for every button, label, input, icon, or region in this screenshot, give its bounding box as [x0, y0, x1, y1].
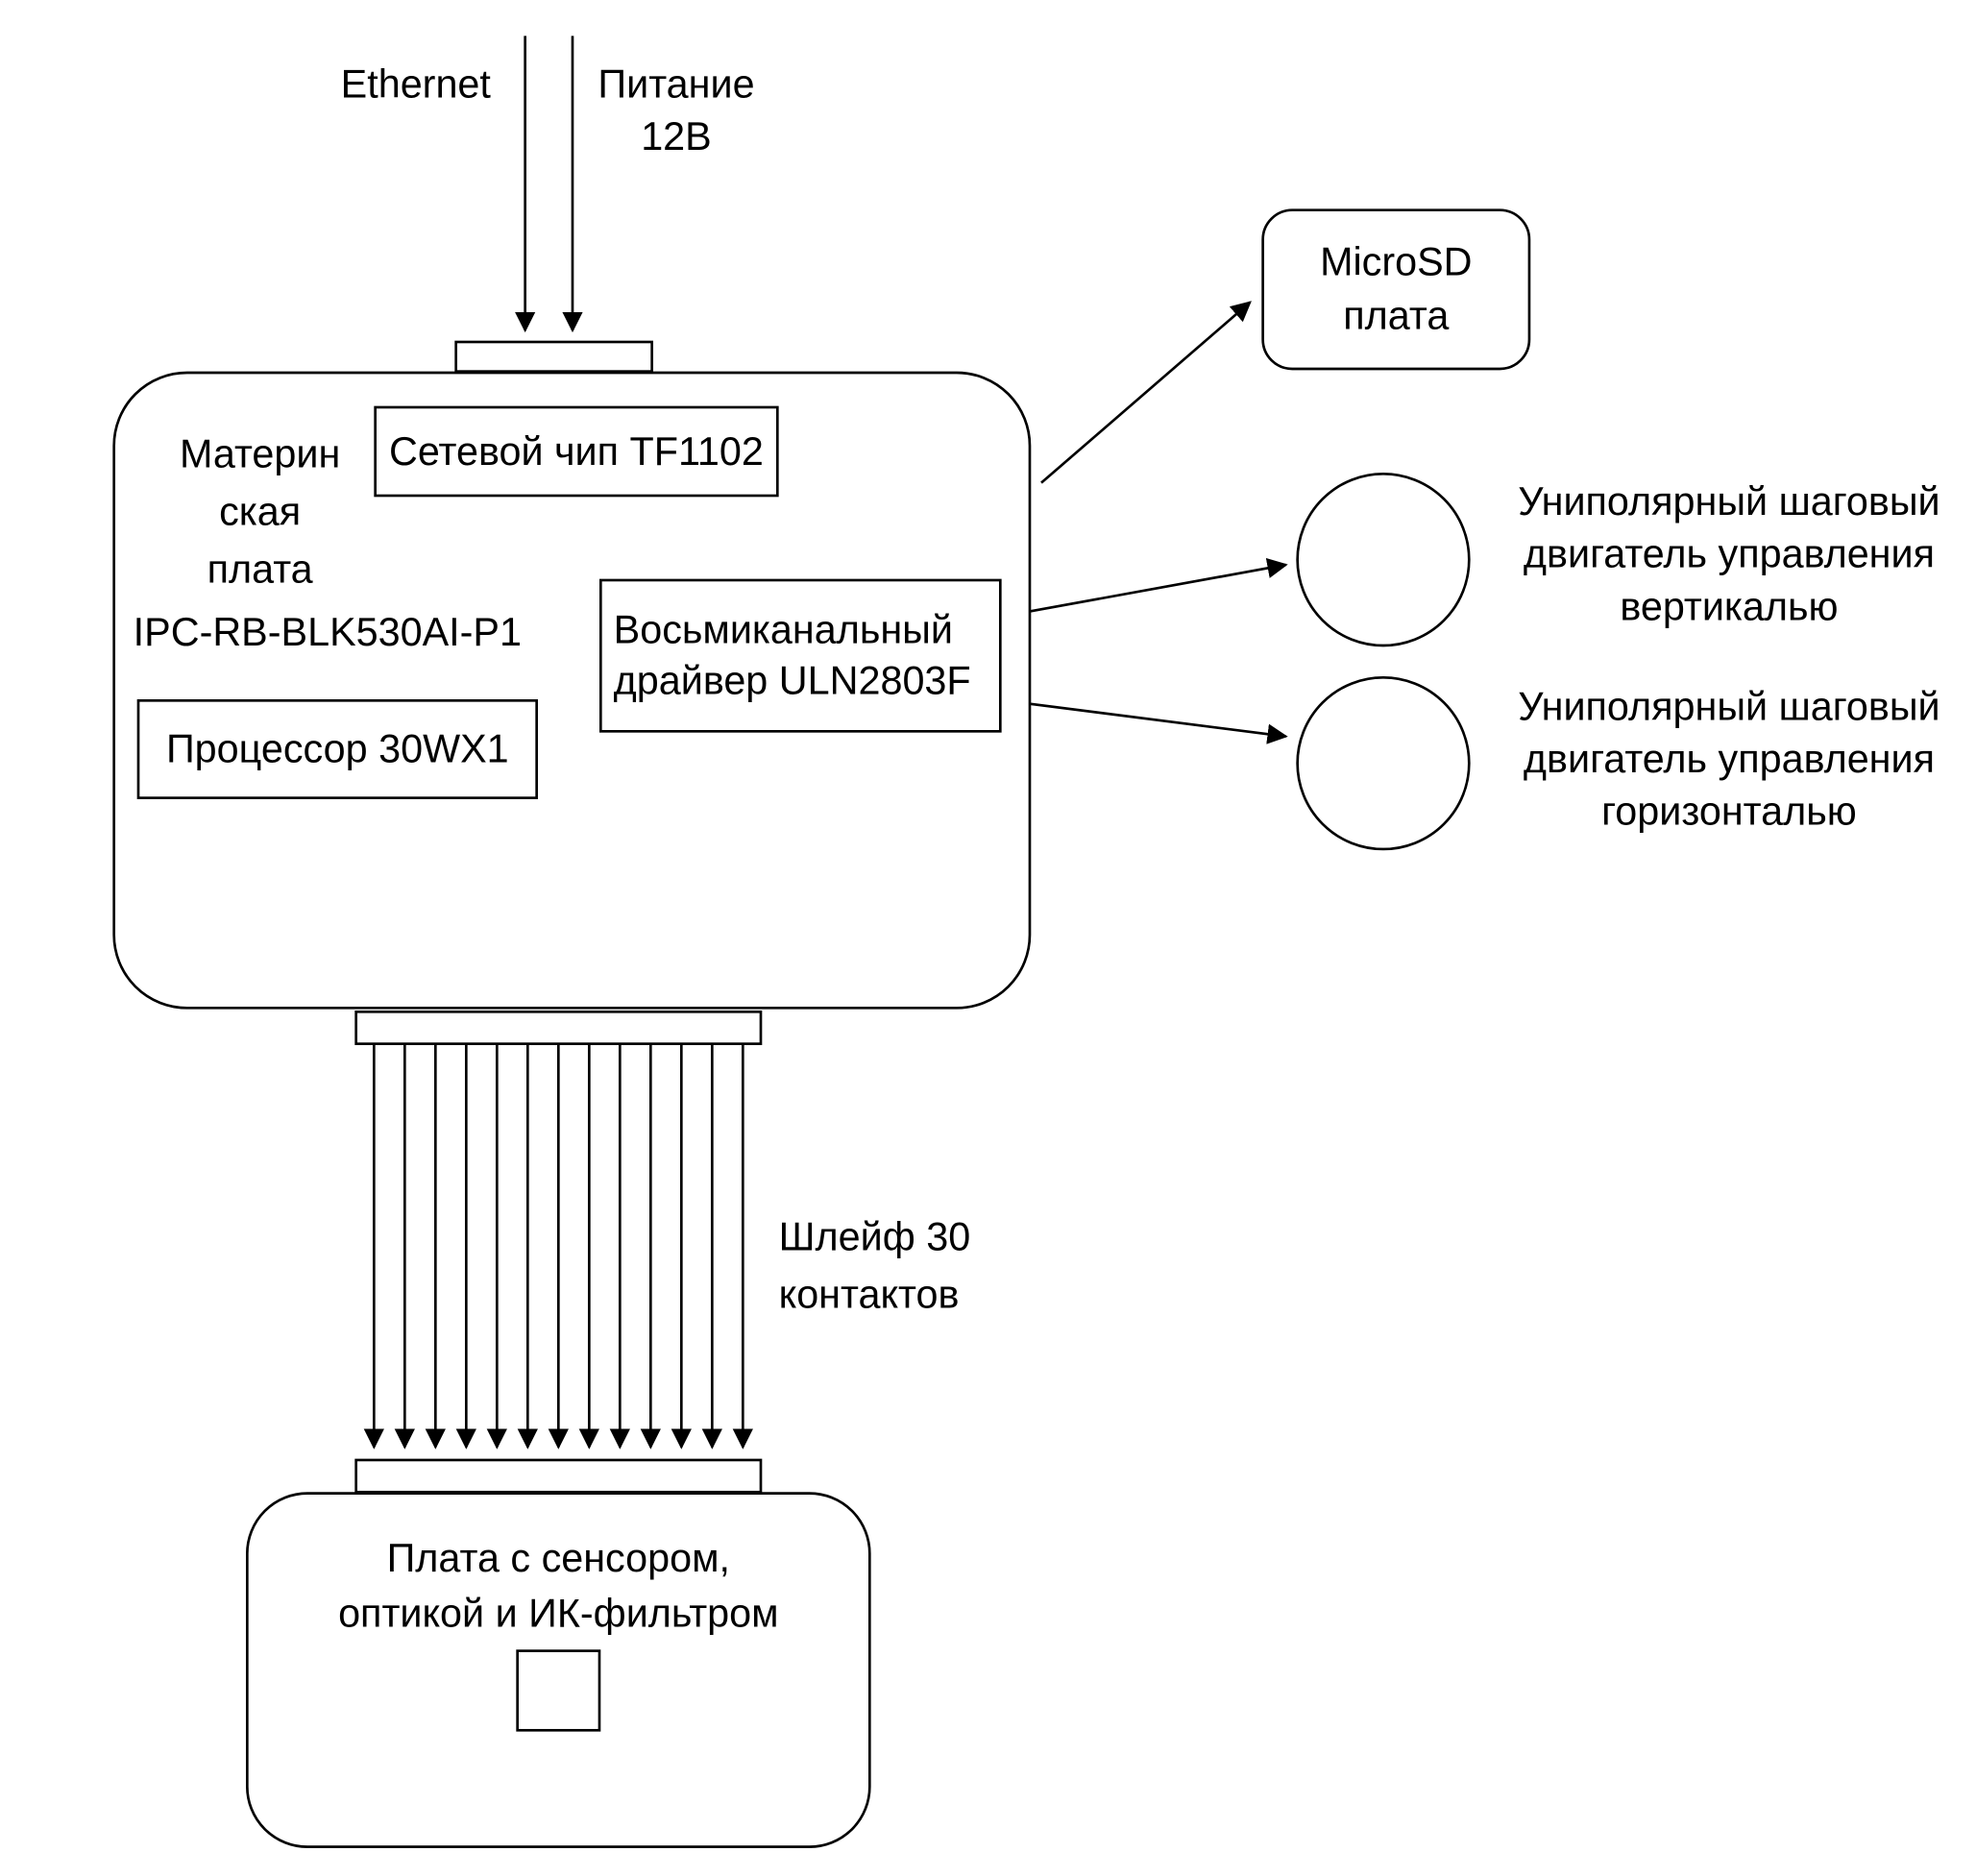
- vertical-motor-circle: [1296, 472, 1471, 647]
- power-connector: [454, 340, 653, 373]
- horizontal-motor-label: Униполярный шаговый двигатель управления…: [1518, 683, 1940, 834]
- sensor-square: [516, 1649, 601, 1732]
- ribbon-label: Шлейф 30 контактов: [778, 1213, 971, 1317]
- vertical-motor-arrow: [1004, 557, 1288, 618]
- vertical-motor-label: Униполярный шаговый двигатель управления…: [1518, 478, 1940, 629]
- processor-box: Процессор 30WX1: [136, 698, 538, 799]
- horizontal-motor-circle: [1296, 675, 1471, 851]
- ribbon-connector-top: [354, 1010, 763, 1045]
- network-chip-box: Сетевой чип TF1102: [374, 405, 779, 498]
- ethernet-label: Ethernet: [340, 61, 491, 107]
- driver-box: Восьмиканальный драйвер ULN2803F: [598, 578, 1002, 733]
- motherboard-model: IPC-RB-BLK530AI-P1: [133, 609, 522, 655]
- microsd-board: MicroSD плата: [1261, 208, 1531, 371]
- ribbon-connector-bottom: [354, 1458, 763, 1494]
- motherboard-title: Материн ская плата: [179, 431, 341, 592]
- microsd-arrow: [1040, 301, 1252, 484]
- sensor-board-label: Плата с сенсором, оптикой и ИК-фильтром: [338, 1535, 779, 1636]
- power-label: Питание 12В: [598, 61, 755, 159]
- horizontal-motor-arrow: [1004, 698, 1288, 744]
